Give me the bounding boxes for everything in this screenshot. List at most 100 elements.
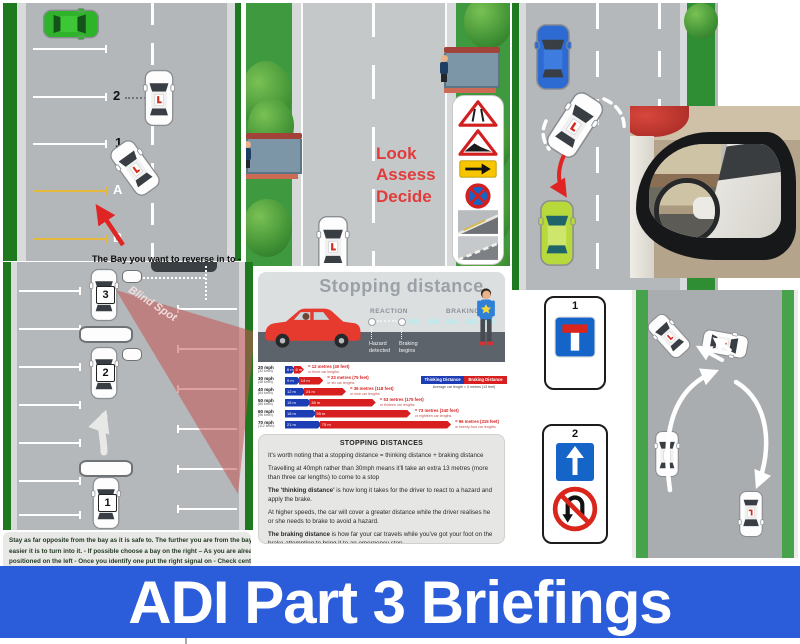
sign-card-number: 2: [571, 428, 579, 440]
textbox-title: STOPPING DISTANCES: [339, 440, 424, 447]
grass-strip: [782, 290, 794, 558]
bay-line: [33, 140, 107, 148]
look-assess-decide-text: Look Assess Decide: [376, 143, 436, 207]
bay-line: [19, 511, 81, 519]
bus-shelter: [246, 133, 302, 183]
speed-label: 20 mph(32 km/h): [258, 364, 274, 373]
shelter-base: [444, 88, 496, 93]
bay-line-yellow: [33, 187, 107, 195]
bottom-strip: [0, 638, 800, 644]
hazard-point: [368, 318, 376, 326]
meeting-traffic-diagram: Look Assess Decide: [246, 3, 510, 266]
target-bay-dotted-line: [205, 266, 207, 300]
position-marker: 2: [113, 88, 121, 103]
braking-distance-bar: 38 m: [309, 399, 376, 407]
bay-line: [33, 45, 107, 53]
sign-card-1: 1: [544, 296, 606, 390]
thinking-distance-bar: 6 m: [287, 367, 294, 372]
braking-point: [398, 318, 406, 326]
speed-label: 50 mph(80 km/h): [258, 397, 274, 406]
legend-thinking: Thinking Distance: [421, 376, 464, 384]
parked-car-partial: [151, 262, 217, 272]
position-number: 1: [98, 494, 117, 512]
centre-line: [151, 3, 154, 261]
position-marker: A: [113, 182, 123, 197]
no-stopping-sign-icon: [465, 183, 491, 209]
tree-bush: [464, 3, 510, 49]
blind-spot-mirror-photo: [630, 106, 800, 278]
total-distance-label: = 96 metres (315 feet)or twenty-four car…: [455, 418, 499, 429]
road-narrows-sign-icon: [458, 100, 498, 128]
position-number: 2: [96, 364, 115, 382]
sign-card-number: 1: [571, 300, 579, 312]
total-distance-label: = 73 metres (240 feet)or eighteen car le…: [414, 407, 459, 418]
note-line: positioned on the left - Once you identi…: [9, 558, 251, 566]
bay-reverse-header: The Bay you want to reverse in to -: [92, 254, 242, 264]
manoeuvre-arrows: [541, 97, 626, 198]
position-marker: 1: [115, 135, 123, 150]
chart-legend: Thinking Distance Braking Distance Avera…: [421, 376, 507, 389]
reaction-label: REACTION: [370, 308, 408, 315]
bus-shelter: [440, 47, 500, 97]
road-edge-line: [445, 3, 447, 266]
forward-path-arrow: [88, 409, 110, 456]
reverse-bay-park-diagram: Blind Spot 3 2 1: [3, 262, 253, 530]
roadside-signs-column: [452, 95, 504, 265]
road-shoulder: [17, 3, 26, 261]
turn-in-road-diagram: [632, 290, 798, 558]
lane-line: [596, 3, 599, 290]
bay-line: [19, 439, 81, 447]
shelter-roof: [444, 47, 500, 53]
shelter-panel: [246, 139, 302, 174]
stopping-distance-infographic: Stopping distance REACTION BRAKING Hazar…: [258, 272, 505, 362]
shelter-panel: [440, 53, 500, 88]
poster-title: ADI Part 3 Briefings: [128, 568, 672, 636]
kerb-photo-icon: [458, 235, 498, 260]
grass-strip: [636, 290, 648, 558]
wing-mirror-view: [122, 270, 142, 283]
red-car-side-view: [265, 308, 361, 348]
note-line: easier it is to turn into it. - If possi…: [9, 547, 251, 555]
bay-line: [177, 505, 237, 513]
pedestrian-figure: [477, 288, 495, 346]
signs-panel: 1 2: [512, 292, 630, 544]
total-distance-label: = 23 metres (75 feet)or six car lengths: [327, 374, 369, 385]
grass-verge: [3, 262, 11, 530]
title-banner: ADI Part 3 Briefings: [0, 566, 800, 638]
grass-verge: [235, 3, 241, 261]
assess-label: Assess: [376, 165, 436, 185]
bay-line-yellow: [33, 235, 107, 243]
speed-label: 40 mph(64 km/h): [258, 386, 274, 395]
note-line: Stay as far opposite from the bay as it …: [9, 537, 251, 544]
tree-bush: [684, 3, 718, 39]
pedestrian-figure: [246, 141, 252, 168]
bay-line: [33, 93, 107, 101]
total-distance-label: = 36 metres (118 feet)or nine car length…: [350, 385, 394, 396]
kerb-photo-icon: [458, 210, 498, 235]
road-shoulder: [11, 262, 17, 530]
braking-distance-bar: 24 m: [304, 388, 346, 396]
road-shoulder: [519, 3, 526, 290]
grass-verge: [3, 3, 17, 261]
bay-line: [19, 363, 81, 371]
pedestrian-figure: [439, 55, 449, 82]
dotted-leader: [125, 97, 157, 99]
speed-label: 30 mph(48 km/h): [258, 375, 274, 384]
braking-distance-bar: 55 m: [315, 410, 411, 418]
bay-line: [19, 477, 81, 485]
speed-label: 60 mph(96 km/h): [258, 408, 274, 417]
legend-braking: Braking Distance: [464, 376, 507, 384]
thinking-distance-bar: 15 m: [285, 399, 311, 407]
bay-approach-diagram: 2 1 A B: [3, 3, 241, 261]
stopping-distances-textbox: STOPPING DISTANCES It's worth noting tha…: [258, 434, 505, 544]
diversion-sign-icon: [459, 160, 497, 178]
braking-distance-bar: 14 m: [299, 377, 324, 385]
